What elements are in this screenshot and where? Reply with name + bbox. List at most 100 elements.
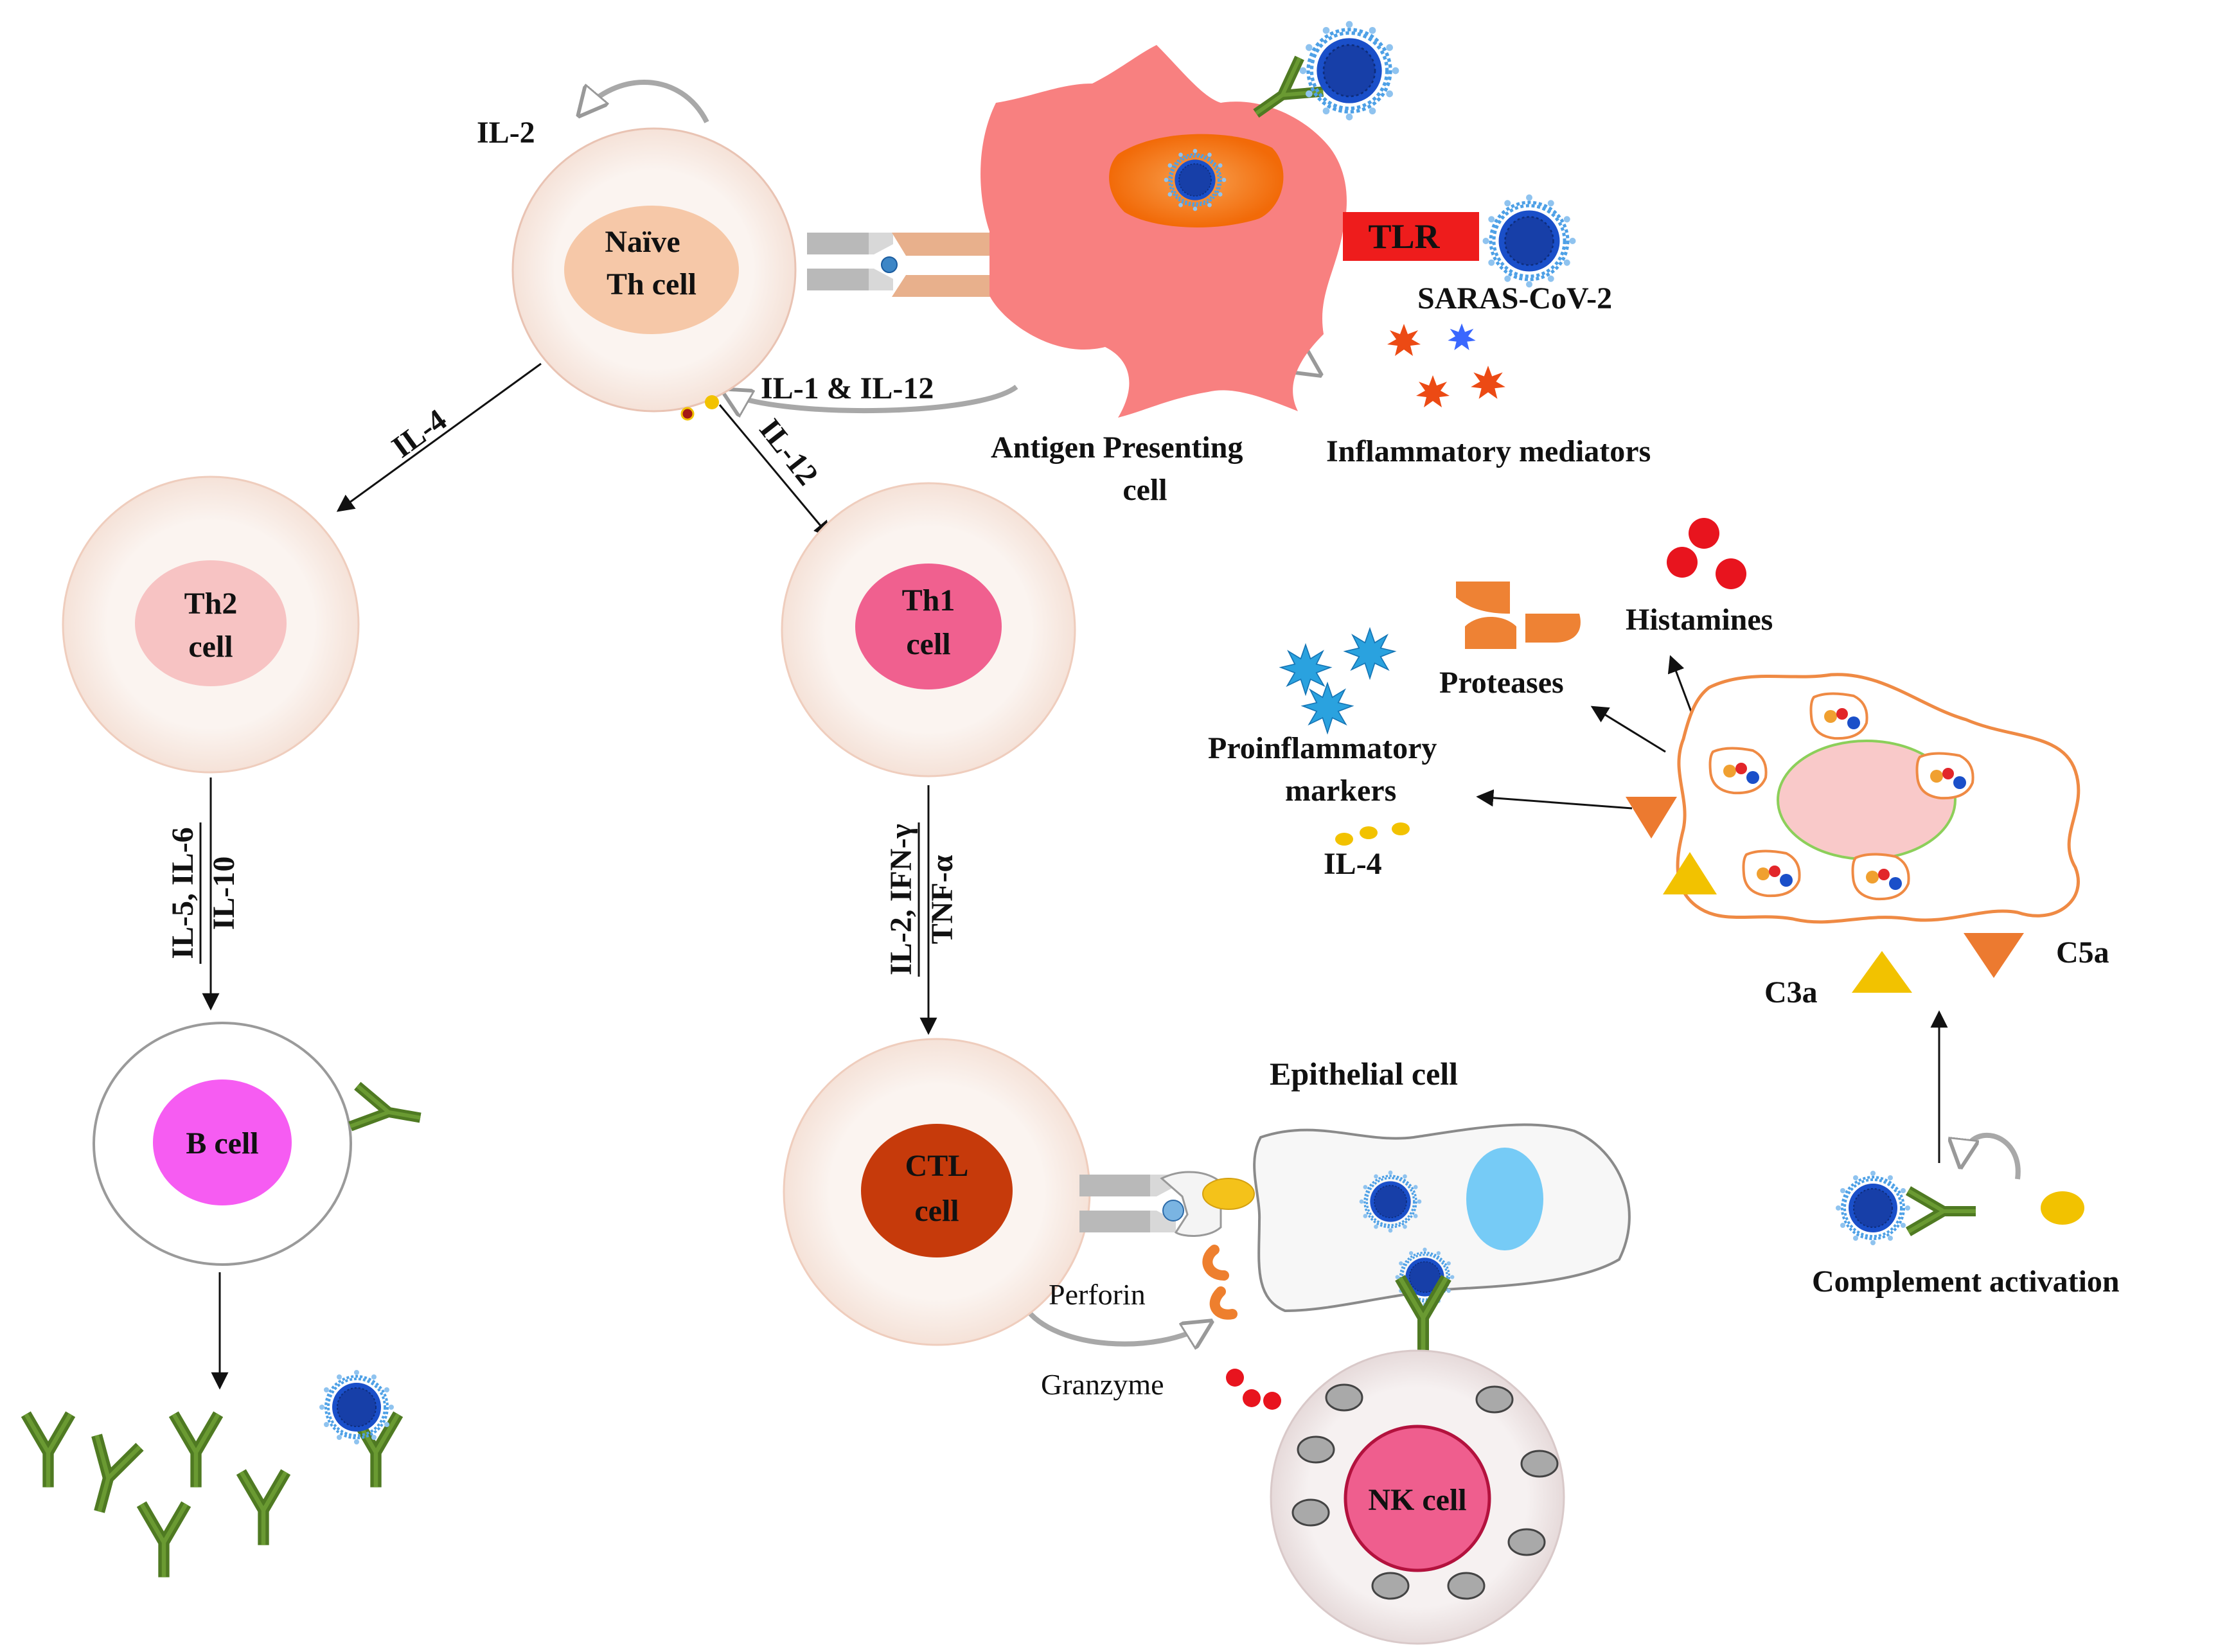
th2-cytokines-label: IL-5, IL-6 IL-10: [166, 822, 241, 964]
nk-granule: [1447, 1572, 1486, 1600]
il4-dots: [1335, 822, 1410, 846]
antibody-icon: [241, 1472, 285, 1545]
il4-mast-label: IL-4: [1324, 847, 1382, 881]
b-cell: B cell: [93, 1022, 424, 1266]
arrows: [202, 362, 1948, 1390]
nk-granule: [1371, 1572, 1410, 1600]
c3a-label: C3a: [1764, 975, 1818, 1009]
il4-arrow-label: IL-4: [386, 403, 453, 465]
th2-nucleus: [135, 560, 287, 686]
th2-label-line2: cell: [188, 630, 233, 664]
antibody-icon: [141, 1504, 186, 1577]
protease-icon: [1465, 617, 1516, 649]
nk-granule: [1520, 1450, 1559, 1478]
antibody-icon: [26, 1414, 70, 1488]
ctl-antigen-dot: [1162, 1200, 1184, 1221]
arrow-mast-to-proinf: [1476, 789, 1633, 810]
antigen-peptide-dot: [881, 256, 898, 273]
nk-granule: [1507, 1528, 1546, 1556]
complement-protein-dot: [2041, 1191, 2084, 1225]
th1-label-line1: Th1: [902, 583, 955, 617]
ctl-mhc-connector: [1079, 1171, 1255, 1320]
il4-dot: [1360, 826, 1378, 839]
apc-label-line1: Antigen Presenting: [991, 431, 1243, 465]
il4-dot: [1335, 833, 1353, 846]
granzyme-dot: [1263, 1392, 1281, 1410]
apc-top-virus-icon: [1300, 21, 1399, 121]
protease-icon: [1456, 582, 1510, 614]
granzyme-dot: [1226, 1369, 1244, 1387]
ctl-cell: CTL cell: [783, 1038, 1091, 1346]
perforin-label: Perforin: [1049, 1278, 1146, 1311]
th1-cytokines-line2: TNF-α: [925, 855, 959, 944]
b-nucleus: [153, 1079, 292, 1205]
th1-label-line2: cell: [906, 627, 950, 661]
il4-dot: [1392, 822, 1410, 835]
ctl-label-line1: CTL: [905, 1149, 969, 1183]
proinflammatory-marker-icons: [1280, 628, 1396, 734]
ctl-label-line2: cell: [914, 1194, 959, 1228]
granzyme-label: Granzyme: [1041, 1368, 1164, 1401]
tcr-mhc-connector: [807, 233, 1002, 297]
naive-label-line2: Th cell: [607, 267, 696, 301]
epithelial-cell: [1253, 1123, 1631, 1354]
antibody-icon: [173, 1414, 218, 1488]
proinflammatory-marker-icon: [1344, 628, 1396, 679]
perforin-icon: [1202, 1245, 1238, 1320]
th1-nucleus: [855, 564, 1002, 689]
perforin-granzyme-arrow: [1023, 1306, 1208, 1344]
th2-cytokines-line2: IL-10: [207, 857, 241, 930]
protease-icon: [1525, 614, 1581, 643]
nk-cell: NK cell: [1270, 1349, 1565, 1645]
mast-granule-icon: [1851, 853, 1910, 901]
th1-cell: Th1 cell: [781, 482, 1076, 777]
mast-granule-icon: [1809, 692, 1868, 740]
nk-granule: [1475, 1385, 1514, 1414]
naive-th-cell: Naïve Th cell: [511, 127, 797, 413]
il2-top-label: IL-2: [477, 116, 535, 150]
epithelial-nucleus: [1466, 1148, 1543, 1250]
granzyme-dots: [1226, 1369, 1281, 1410]
apc-body: [980, 45, 1347, 418]
complement-virus-icon: [1836, 1171, 1910, 1245]
il12-arrow-label: IL-12: [752, 413, 824, 492]
c3a-triangle-icon: [1663, 852, 1717, 894]
c5a-free-triangle-icon: [1964, 933, 2024, 978]
bcell-label: B cell: [186, 1126, 258, 1160]
mast-granule-icon: [1742, 849, 1801, 898]
th1-cytokines-label: IL-2, IFN-γ TNF-α: [884, 822, 959, 977]
histamines-label: Histamines: [1626, 603, 1773, 637]
complement-curved-arrow: [1961, 1132, 2021, 1180]
granzyme-dot: [1243, 1389, 1261, 1407]
nk-nucleus: [1344, 1425, 1491, 1572]
nkcell-label: NK cell: [1368, 1483, 1466, 1517]
il2-autocrine-arrow: [581, 79, 709, 123]
proteases-label: Proteases: [1439, 666, 1564, 700]
il1-il12-label: IL-1 & IL-12: [761, 371, 934, 405]
mediator-star-icon: [1448, 323, 1476, 350]
cytokine-dot-yellow: [705, 395, 719, 409]
mast-granule-icon: [1915, 752, 1974, 800]
antigen-presenting-cell: TLR: [980, 21, 1575, 418]
naive-th-nucleus: [564, 206, 739, 334]
c3a-free-triangle-icon: [1852, 951, 1912, 993]
nk-granules: [1291, 1383, 1559, 1600]
histamine-dot: [1667, 547, 1698, 578]
proinflammatory-marker-icon: [1302, 682, 1353, 734]
th2-cytokines-line1: IL-5, IL-6: [166, 827, 200, 959]
ctl-nucleus: [861, 1124, 1013, 1257]
complement-antibody-icon: [1908, 1191, 1976, 1232]
epithelial-label: Epithelial cell: [1270, 1056, 1458, 1092]
nk-granule: [1325, 1383, 1363, 1412]
proinflammatory-marker-icon: [1280, 644, 1331, 695]
histamine-dot: [1689, 518, 1719, 549]
th1-cytokines-line1: IL-2, IFN-γ: [884, 824, 918, 975]
histamine-dot: [1716, 558, 1746, 589]
protease-icons: [1456, 582, 1581, 649]
proinflammatory-label-line1: Proinflammatory: [1208, 731, 1437, 765]
inflammatory-mediators-label: Inflammatory mediators: [1326, 434, 1651, 468]
arrow-naive-to-th2: [336, 362, 542, 512]
cytokine-dot-red: [680, 407, 695, 421]
bcell-receptor-antibody-icon: [350, 1086, 424, 1138]
inflammatory-mediators-icons: [1387, 323, 1505, 407]
